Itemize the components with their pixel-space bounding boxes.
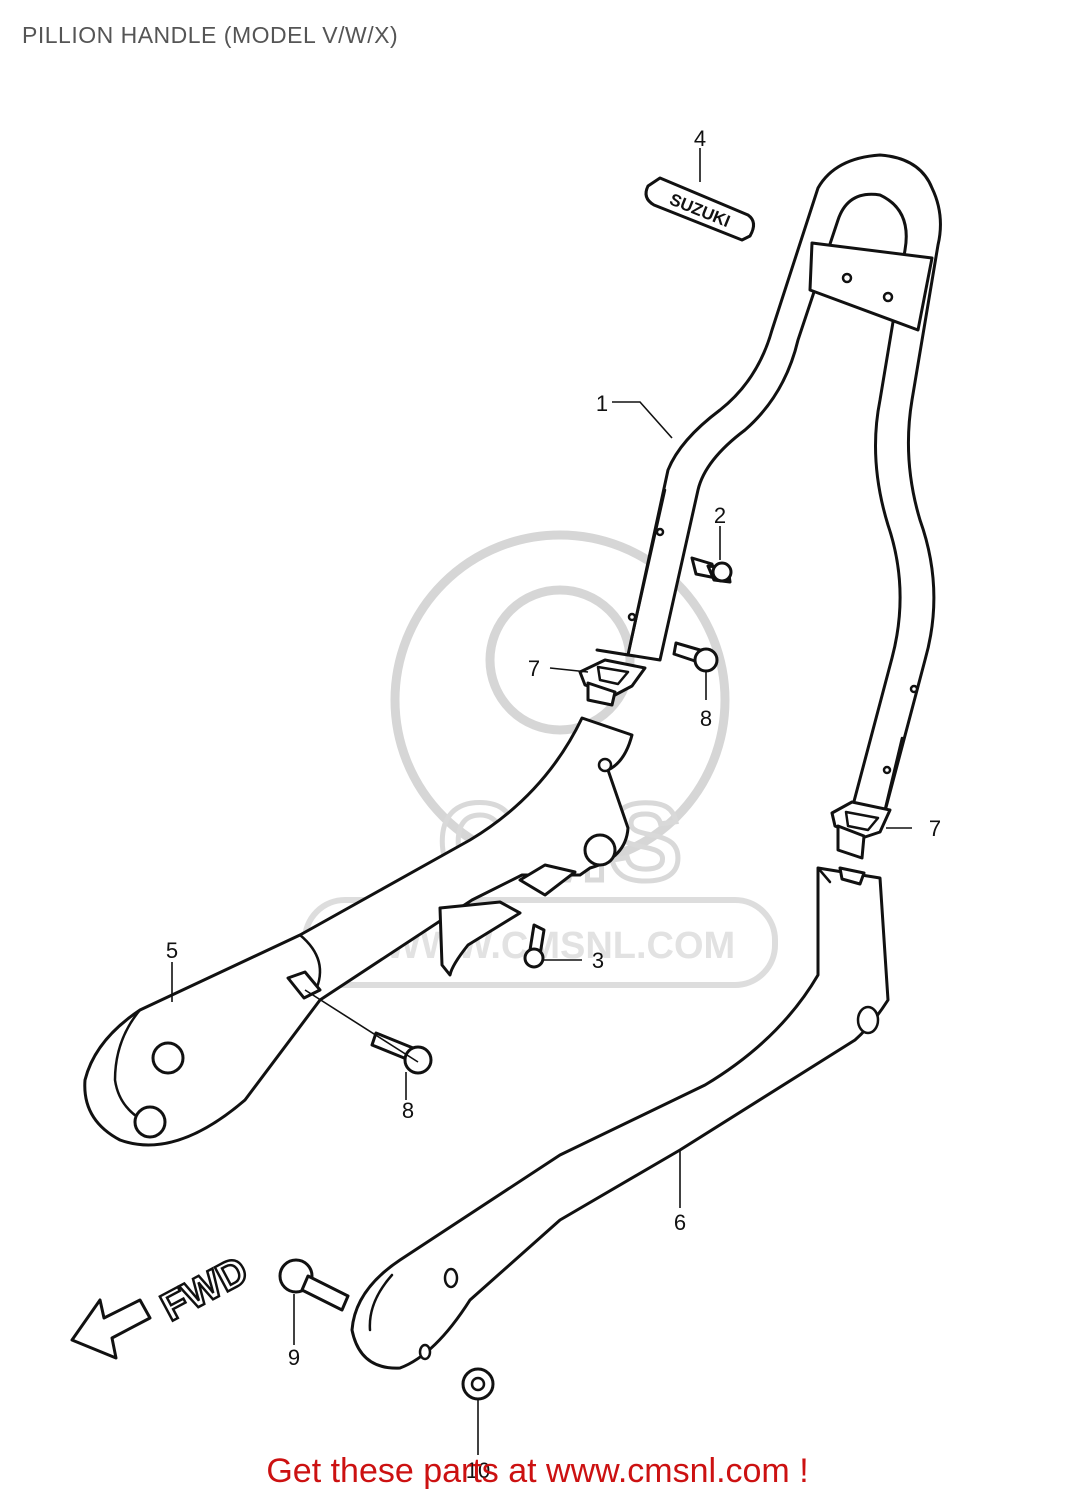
callout-8-lower: 8 [402,1098,414,1123]
callout-4: 4 [694,126,706,151]
part-8-bolt-upper [672,641,719,673]
part-2-bolt [690,556,733,584]
callout-7-upper: 7 [528,656,540,681]
footer-link[interactable]: Get these parts at www.cmsnl.com ! [266,1452,809,1490]
part-7-cap-lower [830,800,892,860]
callout-3: 3 [592,948,604,973]
callouts: 1 2 3 4 5 6 7 7 8 8 9 10 [166,126,941,1483]
part-10-nut [461,1367,495,1401]
part-6-right-frame [350,866,890,1370]
callout-1: 1 [596,391,608,416]
leader-lines [171,148,912,1455]
forward-direction: FWD [70,1247,256,1360]
part-9-bolt [278,1258,350,1312]
part-1-pillion-handle [595,153,942,832]
part-4-emblem: SUZUKI [644,176,755,242]
fwd-label: FWD [154,1248,255,1330]
part-5-left-frame [83,716,634,1147]
fwd-arrow-icon [70,1298,152,1360]
part-7-cap-upper [578,658,647,707]
callout-10: 10 [466,1458,490,1483]
watermark-face-icon [485,585,635,735]
callout-5: 5 [166,938,178,963]
callout-6: 6 [674,1210,686,1235]
callout-7-lower: 7 [929,816,941,841]
callout-2: 2 [714,503,726,528]
callout-9: 9 [288,1345,300,1370]
callout-8-upper: 8 [700,706,712,731]
page-title: PILLION HANDLE (MODEL V/W/X) [22,22,399,48]
part-3-bolt [523,923,546,969]
